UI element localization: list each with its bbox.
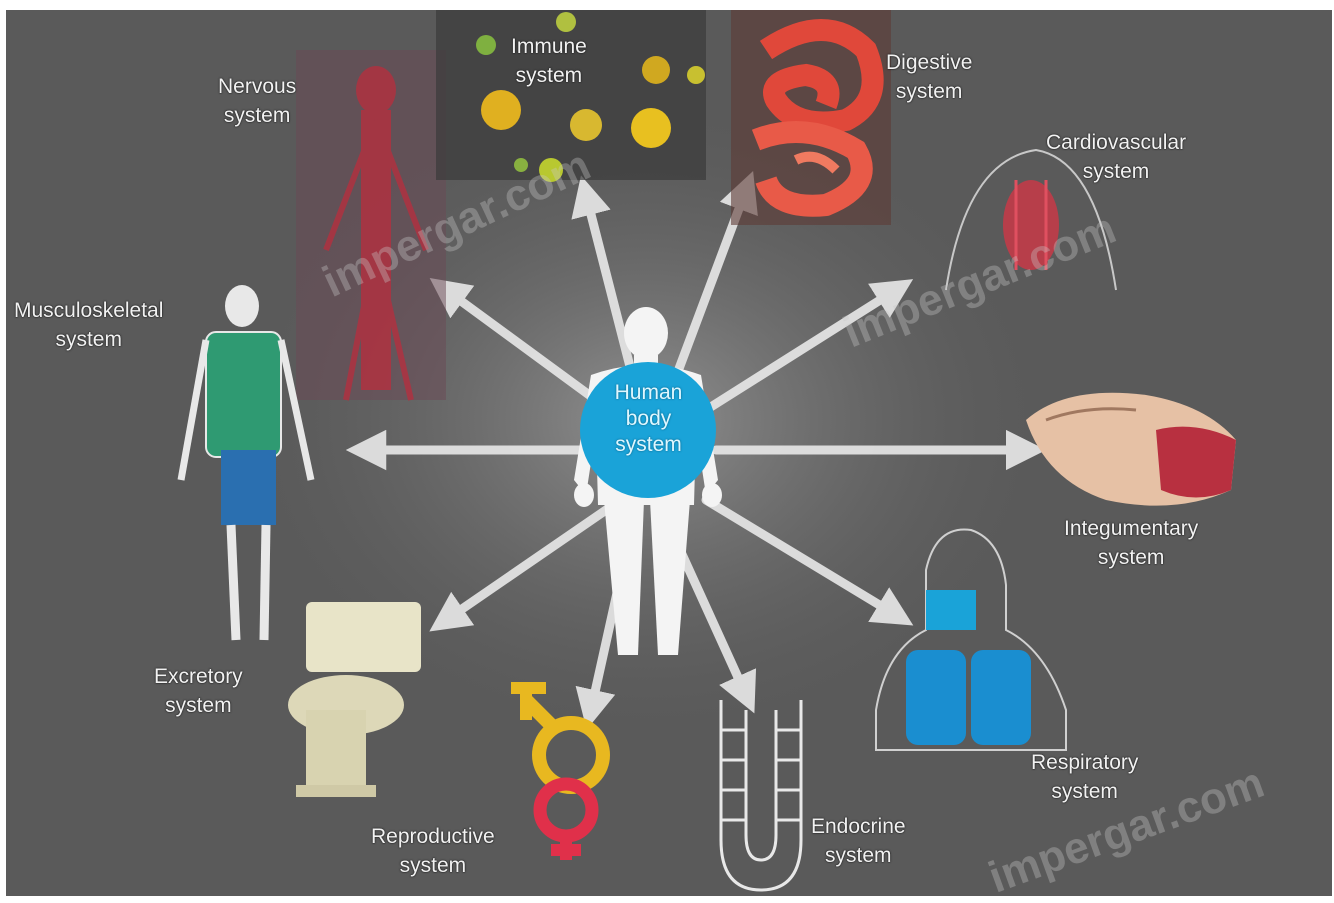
label-integumentary-system: Integumentary system (1064, 514, 1198, 572)
center-label: Human body system (586, 380, 711, 458)
toilet-icon (288, 602, 421, 797)
center-label-line3: system (586, 432, 711, 458)
label-endocrine-system: Endocrine system (811, 812, 906, 870)
intestines-icon (731, 10, 891, 225)
label-respiratory-system: Respiratory system (1031, 748, 1138, 806)
label-reproductive-system: Reproductive system (371, 822, 495, 880)
label-immune-system: Immune system (511, 32, 587, 90)
diagram-canvas: impergar.com impergar.com impergar.com H… (6, 10, 1332, 896)
center-label-line1: Human (586, 380, 711, 406)
skin-layers-icon (1026, 393, 1236, 506)
center-label-line2: body (586, 406, 711, 432)
label-musculoskeletal-system: Musculoskeletal system (14, 296, 163, 354)
label-cardiovascular-system: Cardiovascular system (1046, 128, 1186, 186)
label-nervous-system: Nervous system (218, 72, 296, 130)
label-digestive-system: Digestive system (886, 48, 972, 106)
label-excretory-system: Excretory system (154, 662, 243, 720)
